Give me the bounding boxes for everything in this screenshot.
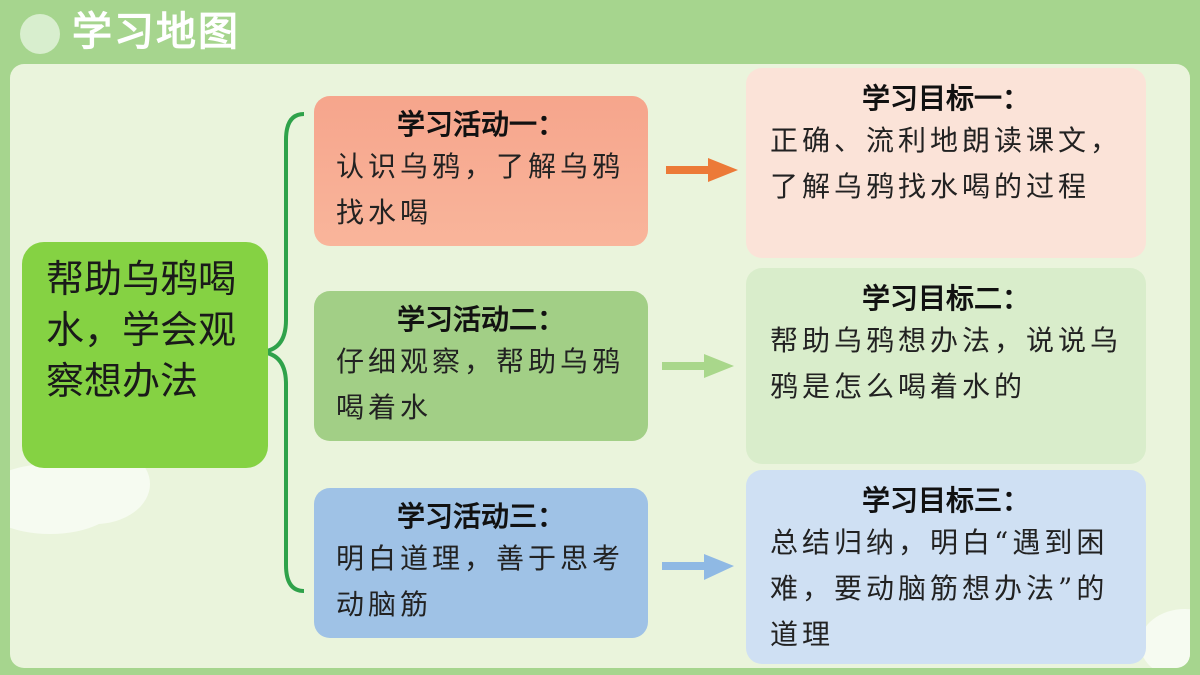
activity-1-title: 学习活动一： <box>396 108 565 141</box>
activity-card-1: 学习活动一： 认识乌鸦，了解乌鸦找水喝 <box>314 96 648 246</box>
goal-card-2: 学习目标二： 帮助乌鸦想办法，说说乌鸦是怎么喝着水的 <box>746 268 1146 464</box>
goal-card-3: 学习目标三： 总结归纳，明白“遇到困难，要动脑筋想办法”的道理 <box>746 470 1146 664</box>
activity-3-title: 学习活动三： <box>396 500 565 533</box>
activity-1-body: 认识乌鸦，了解乌鸦找水喝 <box>336 150 625 229</box>
goal-3-title: 学习目标三： <box>861 484 1030 517</box>
activity-2-title: 学习活动二： <box>396 303 565 336</box>
goal-card-1: 学习目标一： 正确、流利地朗读课文，了解乌鸦找水喝的过程 <box>746 68 1146 258</box>
central-topic-box: 帮助乌鸦喝水，学会观察想办法 <box>22 242 268 468</box>
goal-2-title: 学习目标二： <box>861 282 1030 315</box>
arrow-1 <box>666 158 738 182</box>
activity-2-body: 仔细观察，帮助乌鸦喝着水 <box>336 345 625 424</box>
header-bar: 学习地图 <box>0 0 1200 62</box>
arrow-2 <box>662 354 734 378</box>
goal-3-body: 总结归纳，明白“遇到困难，要动脑筋想办法”的道理 <box>770 526 1109 651</box>
goal-1-title: 学习目标一： <box>861 82 1030 115</box>
activity-card-3: 学习活动三： 明白道理，善于思考动脑筋 <box>314 488 648 638</box>
header-circle-icon <box>20 14 60 54</box>
page-title: 学习地图 <box>72 9 240 55</box>
activity-3-body: 明白道理，善于思考动脑筋 <box>336 542 625 621</box>
activity-card-2: 学习活动二： 仔细观察，帮助乌鸦喝着水 <box>314 291 648 441</box>
goal-1-body: 正确、流利地朗读课文，了解乌鸦找水喝的过程 <box>770 124 1123 203</box>
central-topic-text: 帮助乌鸦喝水，学会观察想办法 <box>46 257 237 403</box>
goal-2-body: 帮助乌鸦想办法，说说乌鸦是怎么喝着水的 <box>770 324 1123 403</box>
arrow-3 <box>662 554 734 580</box>
